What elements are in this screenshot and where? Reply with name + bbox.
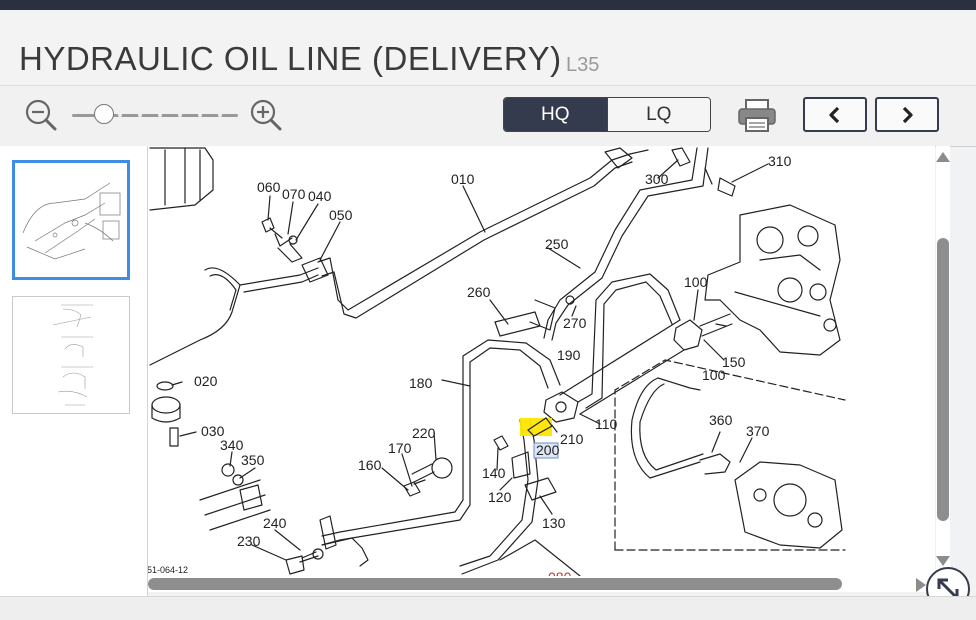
- printer-icon[interactable]: [736, 98, 778, 134]
- slider-tick: [218, 113, 222, 117]
- scroll-up-arrow-icon[interactable]: [936, 152, 950, 162]
- label-160[interactable]: 160: [358, 457, 382, 473]
- label-170[interactable]: 170: [388, 440, 412, 456]
- label-100-top[interactable]: 100: [684, 274, 708, 290]
- label-340[interactable]: 340: [220, 437, 244, 453]
- label-190[interactable]: 190: [557, 347, 581, 363]
- previous-page-button[interactable]: [803, 97, 867, 132]
- label-230[interactable]: 230: [237, 533, 261, 549]
- label-110[interactable]: 110: [595, 416, 618, 432]
- scroll-down-arrow-icon[interactable]: [936, 556, 950, 566]
- label-040[interactable]: 040: [308, 188, 332, 204]
- zoom-slider-knob[interactable]: [93, 104, 114, 124]
- chevron-left-icon: [829, 106, 840, 123]
- next-page-button[interactable]: [875, 97, 939, 132]
- toolbar: HQ LQ: [0, 85, 976, 147]
- label-010[interactable]: 010: [451, 171, 475, 187]
- label-270[interactable]: 270: [563, 315, 587, 331]
- page-title: HYDRAULIC OIL LINE (DELIVERY): [19, 40, 562, 77]
- lq-button[interactable]: LQ: [606, 98, 710, 131]
- selected-label-box: [533, 442, 559, 459]
- label-030[interactable]: 030: [201, 423, 225, 439]
- horizontal-scrollbar[interactable]: [148, 576, 935, 592]
- footer-bar: [0, 596, 976, 620]
- label-240[interactable]: 240: [263, 515, 287, 531]
- title-bar: HYDRAULIC OIL LINE (DELIVERY) L35: [0, 10, 976, 84]
- zoom-in-icon[interactable]: [249, 98, 283, 132]
- label-260[interactable]: 260: [467, 284, 491, 300]
- slider-tick: [158, 113, 162, 117]
- diagram-viewer[interactable]: 010 020 030 040 050 060 070 100 100 110 …: [148, 146, 935, 576]
- scroll-right-arrow-icon[interactable]: [916, 578, 926, 592]
- label-200[interactable]: 200: [536, 442, 560, 458]
- label-300[interactable]: 300: [645, 171, 669, 187]
- hq-button[interactable]: HQ: [504, 98, 607, 131]
- thumbnail-page-2[interactable]: [12, 296, 130, 414]
- chevron-right-icon: [902, 106, 913, 123]
- label-150[interactable]: 150: [722, 354, 746, 370]
- horizontal-scroll-thumb[interactable]: [148, 578, 842, 590]
- label-130[interactable]: 130: [542, 515, 566, 531]
- label-060[interactable]: 060: [257, 179, 281, 195]
- parts-diagram: 010 020 030 040 050 060 070 100 100 110 …: [148, 147, 846, 576]
- zoom-slider[interactable]: [72, 104, 238, 124]
- label-140[interactable]: 140: [482, 465, 506, 481]
- zoom-out-icon[interactable]: [24, 98, 58, 132]
- model-code: L35: [566, 54, 600, 76]
- label-220[interactable]: 220: [412, 425, 436, 441]
- vertical-scroll-thumb[interactable]: [937, 238, 949, 521]
- top-bar: [0, 0, 976, 10]
- label-210[interactable]: 210: [560, 431, 584, 447]
- quality-toggle: HQ LQ: [503, 97, 711, 132]
- label-050[interactable]: 050: [329, 207, 353, 223]
- slider-tick: [178, 113, 182, 117]
- label-180[interactable]: 180: [409, 375, 433, 391]
- label-070[interactable]: 070: [282, 186, 306, 202]
- vertical-scrollbar[interactable]: [936, 146, 950, 576]
- slider-tick: [198, 113, 202, 117]
- figure-code: 51-064-12: [148, 565, 188, 575]
- label-cut-off[interactable]: 080: [548, 569, 572, 576]
- label-020[interactable]: 020: [194, 373, 218, 389]
- highlight-part-200: [520, 418, 552, 436]
- slider-tick: [118, 113, 122, 117]
- label-120[interactable]: 120: [488, 489, 512, 505]
- slider-tick: [138, 113, 142, 117]
- label-100-bottom[interactable]: 100: [702, 367, 726, 383]
- label-350[interactable]: 350: [241, 452, 265, 468]
- label-310[interactable]: 310: [768, 153, 792, 169]
- label-250[interactable]: 250: [545, 236, 569, 252]
- thumbnail-panel: [0, 146, 148, 596]
- label-370[interactable]: 370: [746, 423, 770, 439]
- thumbnail-page-1[interactable]: [12, 160, 130, 280]
- label-360[interactable]: 360: [709, 412, 733, 428]
- zoom-slider-track: [72, 114, 238, 117]
